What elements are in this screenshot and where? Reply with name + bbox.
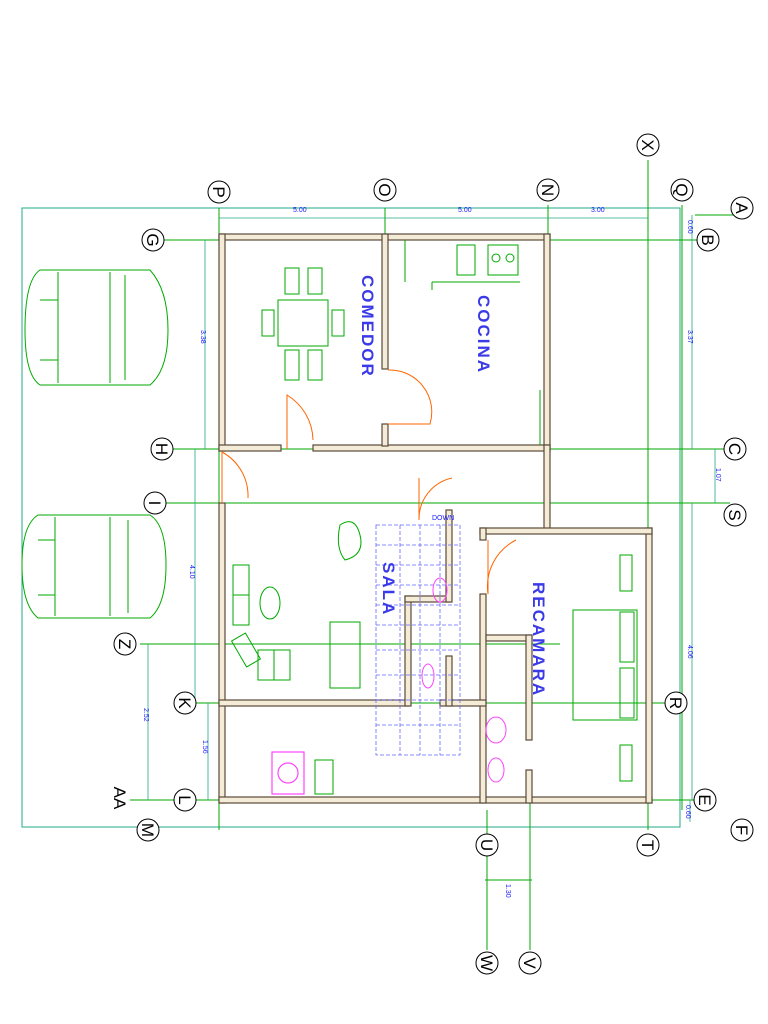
grid-label-E: E [695,794,714,805]
walls [218,233,653,804]
grid-label-L: L [175,795,194,804]
dim-top-2: 5.00 [458,207,472,214]
grid-label-S: S [725,509,744,520]
grid-label-C: C [725,443,744,455]
car-icon [21,514,167,619]
dim-right-3: 1.07 [714,468,721,482]
room-sala: SALA [379,562,398,616]
dim-right-2: 3.37 [686,330,693,344]
stove-icon [271,751,305,795]
dim-left-1: 3.38 [199,330,206,344]
grid-label-R: R [666,697,685,709]
site-outline [21,207,681,828]
dim-top-1: 5.00 [293,207,307,214]
dim-left-4: 1.56 [201,740,208,754]
dim-right-1: 0.60 [686,220,693,234]
dining-table-icon [261,267,345,381]
grid-label-G: G [143,233,162,246]
dimension-lines [147,215,716,822]
grid-bubbles [113,133,754,975]
bed-icon [572,554,638,782]
grid-label-X: X [638,139,657,150]
grid-label-B: B [698,234,717,245]
room-recamara: RECAMARA [529,582,548,697]
grid-label-U: U [477,839,496,851]
dim-right-4: 4.06 [686,645,693,659]
dim-left-2: 4.10 [188,565,195,579]
grid-label-N: N [538,184,557,196]
grid-label-I: I [145,501,164,506]
dim-bottom-1: 1.30 [504,884,511,898]
grid-label-T: T [638,840,657,850]
toilet-icon [421,577,507,783]
room-comedor: COMEDOR [358,275,377,378]
grid-label-M: M [138,823,157,837]
grid-label-V: V [520,957,539,969]
grid-label-Z: Z [115,639,134,649]
cabinet [314,759,334,795]
grid-letters: P O N Q X A B C S R E F G H I Z K L AA M… [110,139,751,971]
grid-label-H: H [152,443,171,455]
grid-label-P: P [209,186,228,197]
grid-label-F: F [732,825,751,835]
staircase [375,524,461,756]
dim-right-5: 0.60 [684,805,691,819]
grid-label-AA: AA [110,787,129,810]
room-cocina: COCINA [474,295,493,374]
dim-left-3: 2.52 [142,708,149,722]
sink-icon [404,240,541,445]
car-icon [24,269,169,386]
grid-label-O: O [375,183,394,196]
grid-label-K: K [175,697,194,709]
grid-label-Q: Q [672,183,691,196]
stair-tag: DOWN [432,515,454,522]
doors [221,369,517,595]
grid-label-A: A [732,202,751,214]
grid-label-W: W [477,955,496,971]
sofa-icon [230,521,362,689]
dim-top-3: 3.00 [591,207,605,214]
